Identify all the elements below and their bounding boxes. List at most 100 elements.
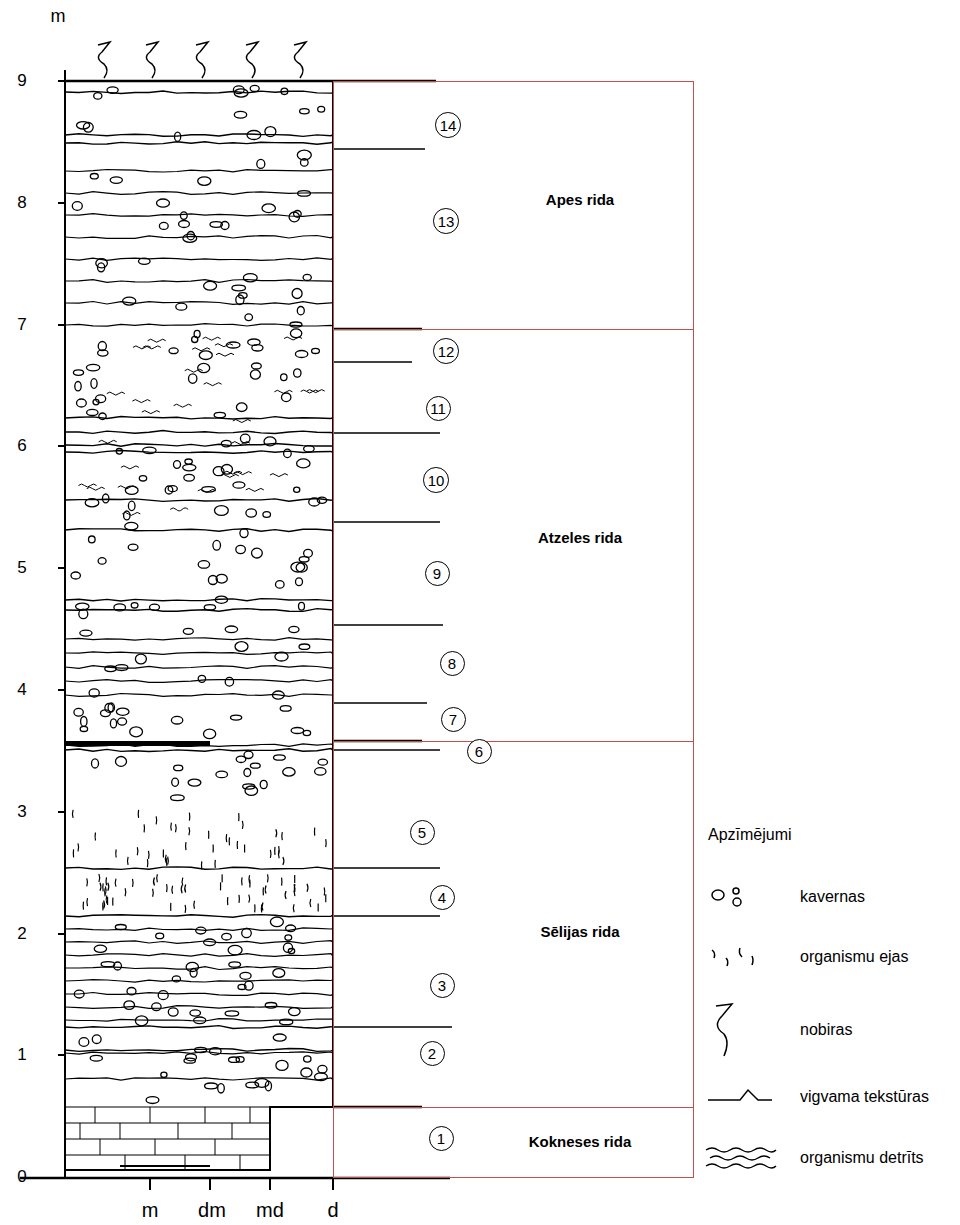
cavern: [213, 540, 221, 550]
cavern: [270, 917, 283, 927]
cavern: [245, 786, 258, 795]
cavern: [89, 689, 99, 697]
callout-number: 14: [440, 118, 457, 133]
cavern: [236, 403, 247, 412]
burrow: [137, 847, 139, 855]
callout-number: 13: [438, 214, 455, 229]
cavern: [89, 536, 96, 543]
burrow: [281, 832, 283, 840]
legend-text: kavernas: [800, 888, 865, 906]
axis-tick-label: 6: [17, 437, 26, 456]
cavern: [239, 293, 248, 299]
cavern: [128, 544, 138, 550]
burrow: [83, 902, 85, 910]
cavern: [233, 86, 244, 94]
detritus: [132, 400, 150, 403]
legend-symbols: [706, 888, 776, 1168]
bed-line: [65, 170, 333, 173]
cavern: [110, 177, 122, 183]
cavern: [105, 704, 113, 713]
burrow: [156, 874, 158, 882]
cavern: [168, 486, 177, 492]
burrow: [163, 850, 164, 858]
cavern: [215, 506, 229, 516]
cavern: [185, 459, 192, 464]
burrow: [242, 821, 244, 829]
nobiras-marks: [98, 42, 306, 78]
axis-tick-label: 5: [17, 559, 26, 578]
cavern: [146, 1097, 159, 1104]
cavern: [250, 85, 259, 91]
cavern: [294, 369, 301, 377]
cavern: [83, 123, 93, 133]
layer-6-band: [65, 741, 210, 746]
cavern: [198, 561, 209, 569]
detritus: [224, 471, 242, 474]
burrow: [115, 879, 117, 887]
cavern: [252, 363, 262, 369]
cavern: [304, 549, 313, 557]
burrow: [115, 850, 117, 858]
bed-line: [65, 134, 333, 137]
burrow: [238, 813, 239, 821]
cavern: [226, 342, 240, 348]
axis-ticks: [58, 81, 333, 1190]
legend-text: organismu ejas: [800, 948, 909, 966]
cavern: [291, 728, 304, 734]
cavern: [288, 949, 294, 954]
detritus: [174, 404, 192, 407]
detritus: [198, 489, 216, 492]
cavern: [116, 708, 129, 715]
detritus: [143, 346, 161, 349]
cavern: [159, 222, 168, 229]
burrow: [124, 888, 126, 896]
cavern: [233, 482, 245, 488]
cavern: [240, 529, 248, 538]
cavern: [272, 691, 284, 699]
cavern: [309, 498, 320, 506]
burrow: [267, 874, 269, 882]
burrow: [166, 858, 168, 866]
cavern: [301, 159, 309, 167]
bed-line: [65, 744, 333, 747]
burrow: [185, 905, 187, 913]
cavern: [75, 382, 81, 391]
bed-line: [65, 638, 333, 641]
cavern: [318, 1065, 327, 1073]
layer-number-circle: 4: [430, 885, 455, 910]
detritus: [307, 390, 325, 393]
unit-name: Kokneses rida: [529, 1134, 632, 1151]
burrow: [208, 831, 209, 839]
axis-tick-label: 4: [17, 681, 26, 700]
cavern: [101, 962, 115, 967]
cavern: [296, 578, 303, 586]
cavern: [103, 494, 109, 503]
axis-tick-label: 3: [17, 803, 26, 822]
callout-number: 10: [428, 473, 445, 488]
burrow: [175, 824, 177, 832]
legend-text: organismu detrīts: [800, 1149, 924, 1167]
bed-line: [65, 980, 333, 983]
size-class-label: d: [327, 1199, 338, 1221]
detritus: [215, 344, 233, 347]
cavern: [74, 990, 84, 998]
bed-line: [65, 915, 333, 918]
burrow: [281, 878, 283, 886]
burrow: [103, 901, 105, 909]
callout-number: 2: [428, 1046, 436, 1061]
cavern: [183, 464, 196, 471]
bed-line: [65, 1049, 333, 1052]
detritus: [79, 484, 97, 487]
cavern: [286, 925, 296, 932]
bed-line: [65, 993, 333, 996]
layer-number-circle: 11: [426, 396, 451, 421]
cavern: [123, 297, 136, 305]
cavern: [250, 370, 260, 379]
cavern: [130, 727, 143, 737]
cavern: [298, 191, 311, 197]
burrow: [244, 844, 245, 852]
cavern: [152, 1003, 161, 1011]
burrow: [249, 880, 250, 888]
cavern: [139, 476, 146, 481]
unit-box: Atzeles rida121110987: [333, 329, 694, 742]
